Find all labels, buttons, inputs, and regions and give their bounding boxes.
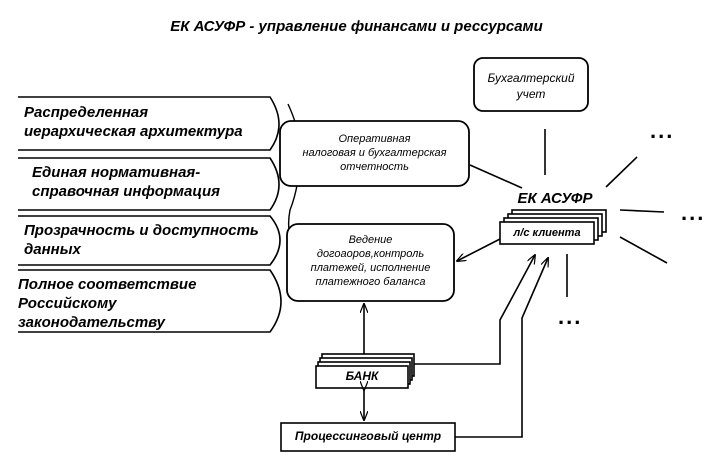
contracts-line-4: платежного баланса <box>315 276 426 288</box>
accounting-line-1: Бухгалтерский <box>487 71 575 85</box>
client-account-stack <box>499 209 607 245</box>
feature-1-line-2: иерархическая архитектура <box>24 123 243 140</box>
feature-label-2: Единая нормативная- справочная информаци… <box>32 163 220 201</box>
feature-2-line-2: справочная информация <box>32 183 221 200</box>
feature-panel-1 <box>18 96 280 151</box>
accounting-line-2: учет <box>516 87 546 101</box>
feature-panel-4 <box>18 269 282 333</box>
feature-panels <box>18 96 282 333</box>
contracts-box <box>286 223 455 302</box>
contracts-line-1: Ведение <box>348 234 393 246</box>
feature-panel-3 <box>18 215 281 266</box>
feature-3-line-2: данных <box>24 241 81 258</box>
contracts-line-3: платежей, исполнение <box>310 262 431 274</box>
operational-reporting-line-2: налоговая и бухгалтерская <box>302 147 447 159</box>
contracts-line-2: догоаоров,контроль <box>316 248 425 260</box>
feature-4-line-3: законодательству <box>18 314 166 331</box>
feature-label-4: Полное соответствие Российскому законода… <box>18 275 196 332</box>
accounting-text: Бухгалтерский учет <box>474 70 588 102</box>
ellipsis-top-right: ... <box>650 118 675 143</box>
feature-label-3: Прозрачность и доступность данных <box>24 221 259 259</box>
center-label: ЕК АСУФР <box>517 190 593 207</box>
diagram-title: ЕК АСУФР - управление финансами и рессур… <box>170 18 543 35</box>
feature-1-line-1: Распределенная <box>24 104 149 121</box>
operational-reporting-line-3: отчетность <box>340 161 409 173</box>
bank-label: БАНК <box>345 369 379 383</box>
feature-panel-2 <box>18 157 280 211</box>
operational-reporting-line-1: Оперативная <box>338 133 411 145</box>
operational-reporting-text: Оперативная налоговая и бухгалтерская от… <box>280 132 469 174</box>
processing-center-box <box>280 422 456 452</box>
ellipsis-right: ... <box>681 200 706 225</box>
feature-label-1: Распределенная иерархическая архитектура <box>24 103 243 141</box>
feature-2-line-1: Единая нормативная- <box>32 164 201 181</box>
connectors <box>364 129 668 438</box>
processing-center-label: Процессинговый центр <box>294 429 442 443</box>
operational-reporting-box <box>279 120 470 187</box>
contracts-text: Ведение догоаоров,контроль платежей, исп… <box>287 233 454 289</box>
accounting-box <box>473 57 589 112</box>
feature-4-line-2: Российскому <box>18 295 117 312</box>
ellipsis-bottom: ... <box>558 304 583 329</box>
feature-4-line-1: Полное соответствие <box>18 276 197 293</box>
feature-3-line-1: Прозрачность и доступность <box>24 222 259 239</box>
client-account-label: л/с клиента <box>513 227 581 239</box>
